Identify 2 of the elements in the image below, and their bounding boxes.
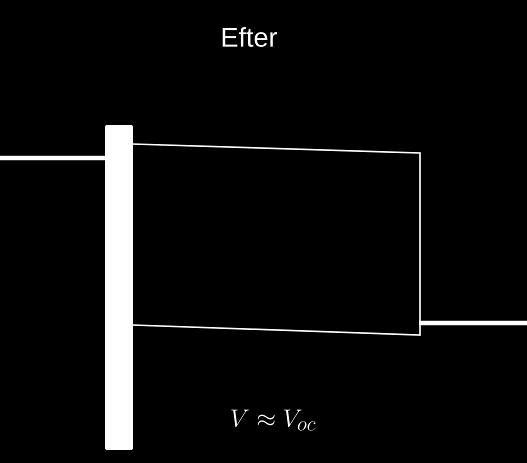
formula: $V \approx V_{oc}$ [231, 410, 316, 431]
title: Efter [222, 27, 278, 47]
